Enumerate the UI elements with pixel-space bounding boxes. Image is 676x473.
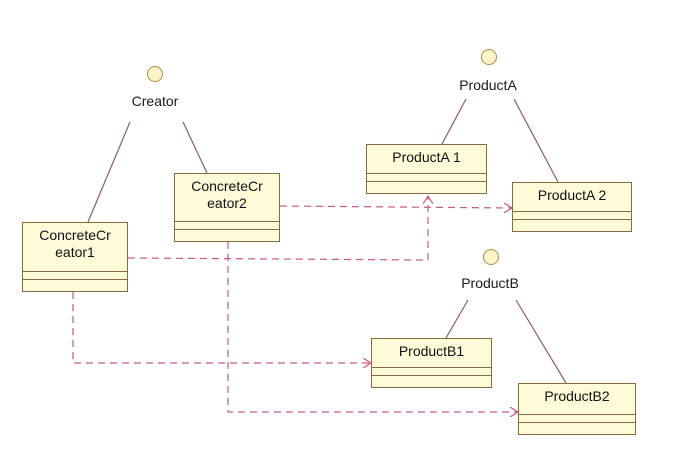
attributes-compartment bbox=[372, 367, 491, 375]
class-name: ProductB2 bbox=[544, 388, 610, 404]
link-creator-concretecreator2 bbox=[182, 121, 208, 174]
link-productb-productb2 bbox=[515, 299, 567, 384]
operations-compartment bbox=[513, 219, 631, 227]
producta-label: ProductA bbox=[459, 77, 517, 93]
operations-compartment bbox=[23, 279, 127, 287]
realization-links bbox=[87, 98, 567, 384]
operations-compartment bbox=[519, 422, 635, 430]
dependency-links bbox=[72, 196, 518, 412]
productb-label: ProductB bbox=[461, 275, 519, 291]
attributes-compartment bbox=[175, 221, 279, 229]
producta1-class[interactable]: ProductA 1 bbox=[366, 144, 487, 194]
productb1-class[interactable]: ProductB1 bbox=[371, 338, 492, 388]
operations-compartment bbox=[367, 181, 486, 189]
attributes-compartment bbox=[519, 414, 635, 422]
operations-compartment bbox=[372, 375, 491, 383]
class-name: ProductB1 bbox=[398, 343, 465, 359]
link-producta-producta2 bbox=[513, 98, 559, 183]
attributes-compartment bbox=[513, 211, 631, 219]
producta2-class[interactable]: ProductA 2 bbox=[512, 182, 632, 232]
class-name: ProductA 2 bbox=[537, 187, 607, 203]
class-name: ConcreteCr eator1 bbox=[39, 227, 111, 260]
dep-concretecreator1-productb1 bbox=[72, 292, 371, 363]
link-producta-producta1 bbox=[441, 98, 467, 145]
attributes-compartment bbox=[23, 271, 127, 279]
creator-interface-icon bbox=[147, 66, 163, 82]
creator-label: Creator bbox=[131, 93, 179, 109]
productb2-class[interactable]: ProductB2 bbox=[518, 383, 636, 435]
concretecreator1-class[interactable]: ConcreteCr eator1 bbox=[22, 222, 128, 292]
attributes-compartment bbox=[367, 173, 486, 181]
productb-interface-icon bbox=[483, 249, 499, 265]
class-name: ConcreteCr eator2 bbox=[191, 178, 263, 211]
class-name: ProductA 1 bbox=[392, 149, 461, 165]
dep-concretecreator2-productb2 bbox=[227, 242, 518, 412]
concretecreator2-class[interactable]: ConcreteCr eator2 bbox=[174, 173, 280, 242]
producta-interface-icon bbox=[481, 49, 497, 65]
link-creator-concretecreator1 bbox=[87, 121, 131, 223]
dep-concretecreator2-producta2 bbox=[279, 206, 512, 208]
link-productb-productb1 bbox=[445, 299, 469, 339]
operations-compartment bbox=[175, 229, 279, 237]
